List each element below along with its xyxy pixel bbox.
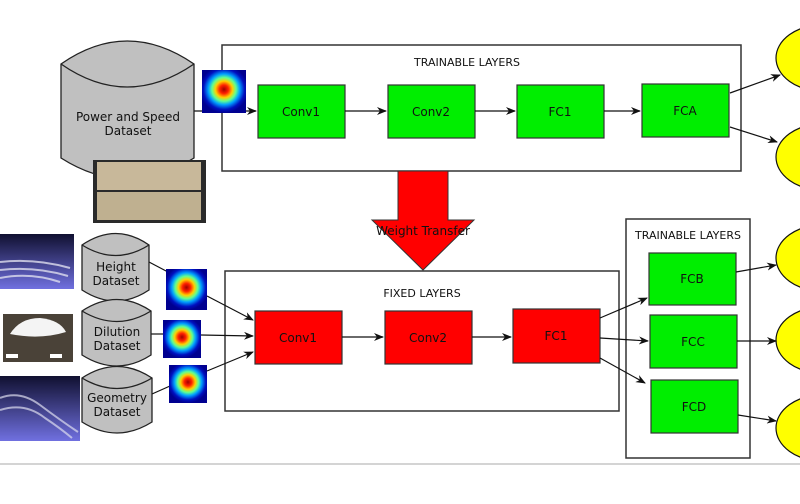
height-scan-image [0, 234, 74, 289]
top-trainable-title: TRAINABLE LAYERS [413, 56, 520, 69]
geometry-label-1: Geometry [87, 391, 147, 405]
top-layers: Conv1 Conv2 FC1 FCA [257, 83, 730, 139]
heatmap-dilution [163, 320, 201, 358]
geometry-scan-image [0, 376, 80, 441]
bottom-trainable-title: TRAINABLE LAYERS [634, 229, 741, 242]
height-label-1: Height [96, 260, 136, 274]
layer-fcc-label: FCC [681, 335, 705, 349]
bottom-trainable-box [625, 218, 751, 459]
layer-fc1-fixed-label: FC1 [545, 329, 568, 343]
layer-conv2-fixed-label: Conv2 [409, 331, 447, 345]
heatmap-top [202, 70, 246, 113]
output-node-a2 [775, 127, 800, 187]
geometry-label-2: Dataset [94, 405, 141, 419]
layer-fc1-top-label: FC1 [549, 105, 572, 119]
layer-fcb [648, 252, 737, 306]
power-speed-sample-photo [93, 160, 206, 223]
layer-conv1-fixed [254, 310, 343, 365]
height-label-2: Dataset [93, 274, 140, 288]
output-node-d [775, 398, 800, 458]
geometry-dataset-cylinder: Geometry Dataset [81, 365, 153, 434]
layer-conv2-fixed [384, 310, 473, 365]
layer-fca [641, 83, 730, 138]
layer-conv2-top-label: Conv2 [412, 105, 450, 119]
output-ellipses [775, 28, 800, 458]
dilution-label-1: Dilution [94, 325, 141, 339]
layer-fcd [650, 379, 739, 434]
output-node-a1 [775, 28, 800, 88]
fixed-layers-box [224, 270, 620, 412]
weight-transfer-label: Weight Transfer [376, 224, 470, 238]
bottom-arrows [148, 261, 777, 424]
layer-conv2-top [387, 84, 476, 139]
output-node-c [775, 310, 800, 370]
height-dataset-cylinder: Height Dataset [81, 232, 150, 302]
layer-conv1-top-label: Conv1 [282, 105, 320, 119]
layer-fcc [649, 314, 738, 369]
layer-conv1-top [257, 84, 346, 139]
dilution-dataset-cylinder: Dilution Dataset [81, 298, 152, 367]
output-node-b [775, 228, 800, 288]
heatmap-height [166, 269, 207, 310]
layer-conv1-fixed-label: Conv1 [279, 331, 317, 345]
dilution-cross-section-image [3, 314, 73, 362]
power-speed-label-1: Power and Speed [76, 110, 180, 124]
layer-fc1-fixed [512, 308, 601, 364]
power-speed-label-2: Dataset [105, 124, 152, 138]
bottom-trainable-layers: FCB FCC FCD [648, 252, 739, 434]
layer-fc1-top [516, 84, 605, 139]
fixed-layers: Conv1 Conv2 FC1 [254, 308, 601, 365]
layer-fca-label: FCA [673, 104, 697, 118]
fixed-layers-title: FIXED LAYERS [383, 287, 460, 300]
layer-fcb-label: FCB [680, 272, 704, 286]
dilution-label-2: Dataset [94, 339, 141, 353]
layer-fcd-label: FCD [682, 400, 707, 414]
weight-transfer-arrow: Weight Transfer [370, 170, 476, 271]
power-speed-dataset-cylinder: Power and Speed Dataset [60, 40, 195, 180]
heatmap-geometry [169, 365, 207, 403]
